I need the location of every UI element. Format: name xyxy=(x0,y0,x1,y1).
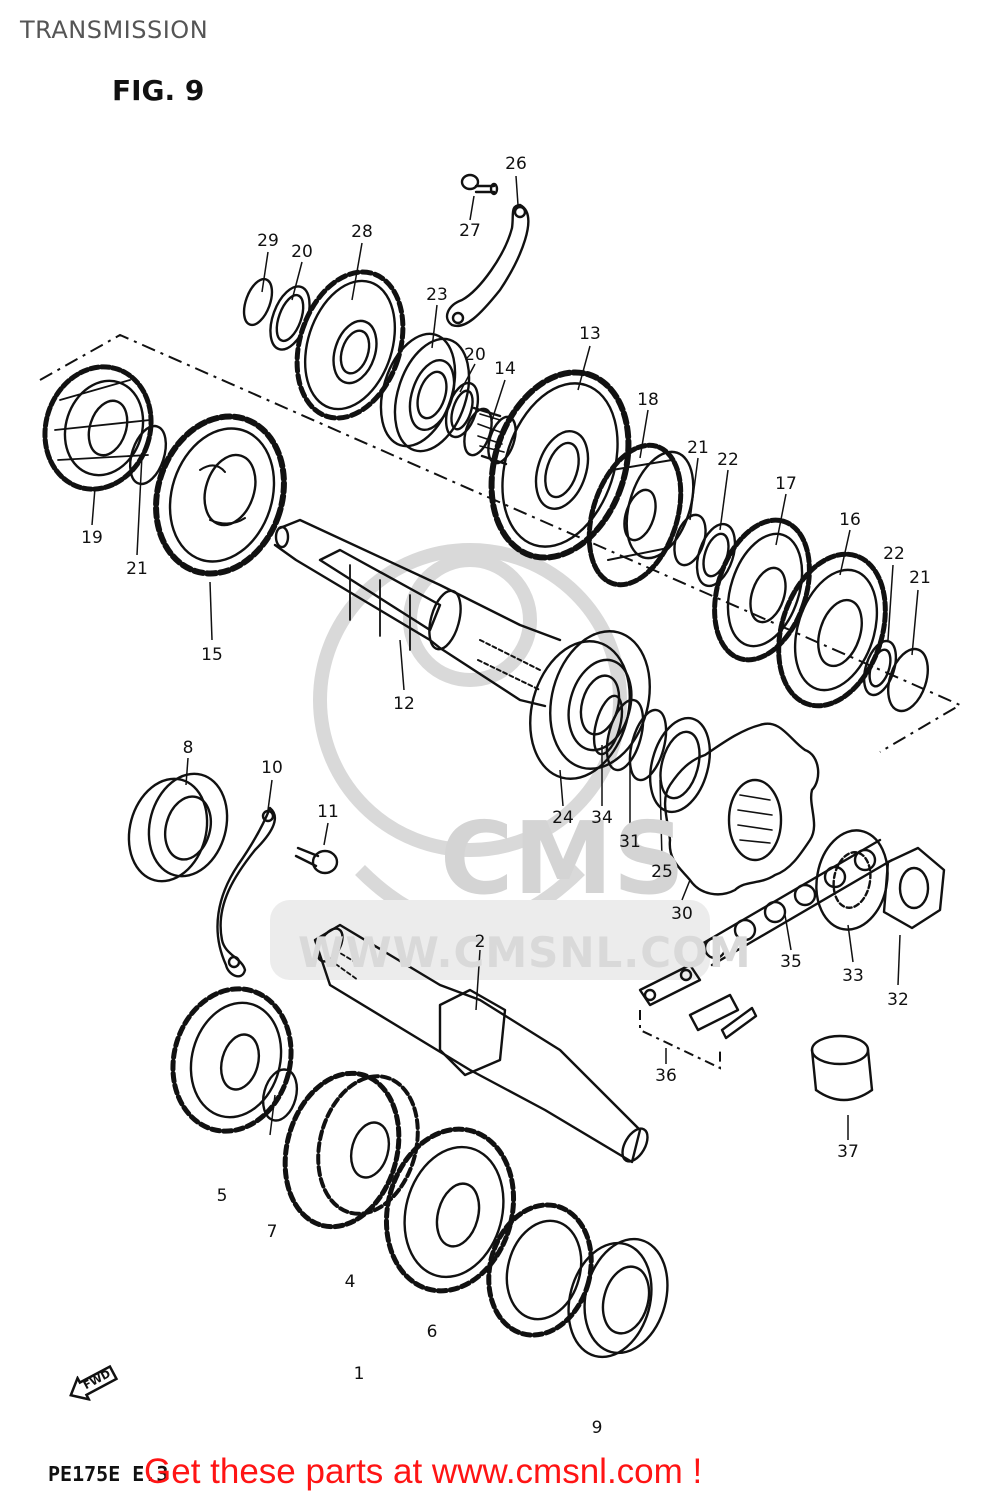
part-label: 12 xyxy=(393,694,415,714)
part-label: 26 xyxy=(505,154,527,174)
circlip-part-21c xyxy=(887,647,929,713)
bearing-part-9 xyxy=(567,1237,669,1359)
screw-part-27 xyxy=(460,173,499,196)
parts-artwork xyxy=(42,173,946,1359)
sprocket-part-30 xyxy=(663,722,820,896)
gear-part-5 xyxy=(170,986,294,1134)
part-label: 9 xyxy=(591,1418,603,1438)
part-label: 31 xyxy=(619,832,641,852)
part-label: 30 xyxy=(671,904,693,924)
shaft-part-12 xyxy=(273,518,562,708)
washer-part-22a xyxy=(695,522,737,588)
part-label: 4 xyxy=(344,1272,356,1292)
watermark-bar xyxy=(270,900,710,980)
chain-link-group-outline xyxy=(639,1010,721,1070)
arrow-left-icon xyxy=(69,1364,119,1402)
model-code: PE175E E.3 xyxy=(48,1462,169,1486)
part-label: 21 xyxy=(126,559,148,579)
page-title: TRANSMISSION xyxy=(20,16,209,44)
nut-part-32 xyxy=(882,846,946,930)
forward-direction-badge: FWD xyxy=(62,1359,121,1408)
gear-part-28 xyxy=(294,269,406,421)
stopper-plate-part-26 xyxy=(445,203,530,328)
part-label: 22 xyxy=(883,544,905,564)
part-label: 16 xyxy=(839,510,861,530)
part-label: 33 xyxy=(842,966,864,986)
part-label: 36 xyxy=(655,1066,677,1086)
part-label: 23 xyxy=(426,285,448,305)
seal-part-25 xyxy=(649,716,711,814)
part-label: 19 xyxy=(81,528,103,548)
bushing-part-37 xyxy=(810,1034,874,1102)
part-label: 10 xyxy=(261,758,283,778)
part-label: 15 xyxy=(201,645,223,665)
gear-part-13 xyxy=(488,369,632,561)
part-label: 1 xyxy=(353,1364,365,1384)
bearing-part-24 xyxy=(529,630,651,780)
part-label: 21 xyxy=(687,438,709,458)
part-label: 34 xyxy=(591,808,613,828)
lock-washer-part-33 xyxy=(815,829,889,931)
part-label: 28 xyxy=(351,222,373,242)
gear-part-15 xyxy=(153,413,287,577)
bearing-part-8 xyxy=(127,772,229,883)
watermark-brand: CMS xyxy=(440,800,685,917)
part-label: 22 xyxy=(717,450,739,470)
countershaft-group-outline xyxy=(39,333,963,753)
part-label: 27 xyxy=(459,221,481,241)
gear-part-16 xyxy=(776,551,888,709)
part-label: 14 xyxy=(494,359,516,379)
watermark-url: WWW.CMSNL.COM xyxy=(298,928,752,977)
part-label: 32 xyxy=(887,990,909,1010)
part-label: 20 xyxy=(464,345,486,365)
part-label: 8 xyxy=(182,738,194,758)
part-label: 6 xyxy=(426,1322,438,1342)
part-label: 2 xyxy=(474,932,486,952)
gear-part-18 xyxy=(586,442,695,588)
gear-part-4 xyxy=(282,1070,420,1230)
shaft-part-2 xyxy=(313,923,649,1164)
part-label: 11 xyxy=(317,802,339,822)
circlip-part-29 xyxy=(242,277,274,327)
part-label: 13 xyxy=(579,324,601,344)
figure-label: FIG. 9 xyxy=(112,74,205,107)
part-label: 7 xyxy=(266,1222,278,1242)
circlip-part-21b xyxy=(673,513,707,567)
part-label: 25 xyxy=(651,862,673,882)
circlip-part-21a xyxy=(128,424,168,486)
part-label: 29 xyxy=(257,231,279,251)
chain-part-35 xyxy=(698,838,894,967)
part-label: 5 xyxy=(216,1186,228,1206)
part-label: 35 xyxy=(780,952,802,972)
part-label: 24 xyxy=(552,808,574,828)
stopper-plate-part-10 xyxy=(216,806,277,978)
ring-part-34 xyxy=(592,694,624,756)
gear-part-17 xyxy=(712,517,812,663)
washer-part-22b xyxy=(862,639,898,697)
part-label: 18 xyxy=(637,390,659,410)
chain-joint-part-36 xyxy=(638,963,758,1040)
gear-part-19 xyxy=(42,364,154,492)
part-label: 37 xyxy=(837,1142,859,1162)
circlip-part-7 xyxy=(261,1068,299,1122)
part-label: 17 xyxy=(775,474,797,494)
collar-part-31 xyxy=(605,698,668,782)
promo-banner-link[interactable]: Get these parts at www.cmsnl.com ! xyxy=(144,1452,703,1491)
screw-part-11 xyxy=(294,846,339,875)
part-label: 21 xyxy=(909,568,931,588)
part-label: 20 xyxy=(291,242,313,262)
